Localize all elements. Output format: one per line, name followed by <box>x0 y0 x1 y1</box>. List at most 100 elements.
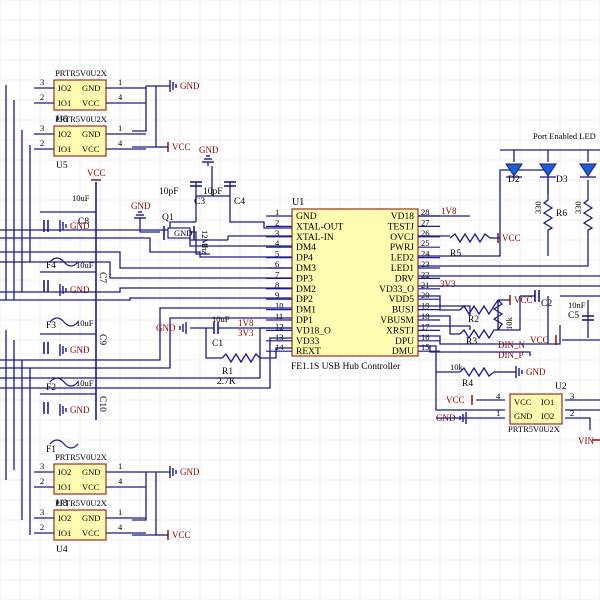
cap-c2[interactable]: C2 <box>534 290 552 309</box>
u1-pin-number: 27 <box>421 217 430 227</box>
controller-ref: U1 <box>292 197 304 208</box>
u1-pin-name: REXT <box>296 347 321 357</box>
tvs-pin-number: 1 <box>118 507 122 517</box>
gnd-symbol-u3: GND <box>169 466 200 478</box>
fuse-f2[interactable]: F2 <box>46 377 79 393</box>
resistor-r3[interactable]: R3 <box>459 328 498 347</box>
crystal-body <box>167 227 191 239</box>
fuse-f4[interactable]: F4 <box>46 257 79 271</box>
vcc-label: VCC <box>87 168 106 178</box>
led-d3[interactable]: D3 <box>539 163 568 185</box>
tvs-pin-number: 2 <box>40 476 44 486</box>
u1-pin-name: DPU <box>395 337 414 347</box>
tvs-pin-number: 2 <box>40 138 44 148</box>
crystal-q1[interactable]: GND Q1 12Mhz <box>162 213 210 254</box>
u1-pin-name: VD18 <box>391 212 414 222</box>
resistor-r1-ref: R1 <box>222 367 233 377</box>
u1-pin-name: DM4 <box>296 243 316 253</box>
u1-pin-name: VD33_O <box>379 285 414 295</box>
tvs-part-name: PRTR5V0U2X <box>55 68 107 78</box>
u1-pin-number: 26 <box>421 228 430 238</box>
u1-pin-name: DM3 <box>296 264 316 274</box>
led-d2[interactable]: D2 <box>505 163 523 185</box>
tvs-u2[interactable]: VCC GND IO1 IO2 4 1 3 2 U2 PRTR5V0U2X <box>496 382 574 434</box>
tvs-ref: U3 <box>56 499 68 509</box>
tvs-u2-pin-4: 4 <box>496 391 501 401</box>
resistor-r4[interactable]: R4 10k <box>450 362 495 389</box>
u1-pin-name: VD33 <box>296 337 319 347</box>
cap-c1-value: 10uF <box>212 314 230 324</box>
fuse-ref: F3 <box>46 321 56 331</box>
u1-pin-name: DM1 <box>296 306 316 316</box>
resistor-r-10k-a[interactable]: 10k <box>492 299 514 331</box>
u1-pin-name: GND <box>296 212 317 222</box>
u1-pin-number: 21 <box>421 280 430 290</box>
tvs-u2-body <box>509 393 563 425</box>
u1-pin-number: 11 <box>275 311 283 321</box>
cap-value: 10uF <box>76 318 94 328</box>
cap-c1[interactable]: 10uF C1 <box>190 314 292 359</box>
gnd-label: GND <box>70 345 90 355</box>
fuse-f3[interactable]: F3 <box>46 317 79 331</box>
tvs-label-io2: IO2 <box>58 467 71 477</box>
tvs-label-io1: IO1 <box>58 144 71 154</box>
resistor-10k-b-value: 10k <box>450 362 464 372</box>
tvs-pin-number: 1 <box>118 123 122 133</box>
controller-title: FE1.1S USB Hub Controller <box>291 362 401 372</box>
cap-c2-ref: C2 <box>541 299 552 309</box>
resistor-r6[interactable]: 330 R6 <box>533 194 567 256</box>
resistor-r6-value: 330 <box>533 201 543 214</box>
vcc-symbol-u4: VCC <box>167 530 191 540</box>
fuse-ref: F1 <box>46 445 56 455</box>
vcc-symbol-r5: VCC <box>497 233 521 243</box>
crystal-ref: Q1 <box>162 213 174 223</box>
fuse-ref: F4 <box>46 261 56 271</box>
resistor-r4-ref: R4 <box>462 379 473 389</box>
fuse-f1[interactable]: F1 <box>46 439 79 455</box>
resistor-r5[interactable]: R5 <box>449 232 491 259</box>
led-title: Port Enabled LED <box>533 131 596 141</box>
cap-c3[interactable]: 10pF C3 <box>159 181 205 207</box>
resistor-r1[interactable]: R1 2.7K <box>217 347 292 387</box>
u1-pin-name: VDD5 <box>389 295 415 305</box>
resistor-r2[interactable]: R2 <box>459 299 499 325</box>
resistor-r7[interactable]: 330 <box>573 194 594 231</box>
led-d4[interactable] <box>579 163 597 178</box>
tvs-u2-label-io1: IO1 <box>541 397 554 407</box>
vcc-symbol-c5: VCC <box>530 335 557 345</box>
cap-c5[interactable]: 10nF C5 <box>568 300 594 321</box>
u1-pin-name: VD18_O <box>296 326 331 336</box>
cap-c4[interactable]: 10pF C4 <box>203 181 245 207</box>
fuse-ref: F2 <box>46 383 56 393</box>
tvs-ref: U5 <box>56 161 68 171</box>
cap-c4-value: 10pF <box>203 187 223 197</box>
net-din-p: DIN_P <box>498 350 524 360</box>
